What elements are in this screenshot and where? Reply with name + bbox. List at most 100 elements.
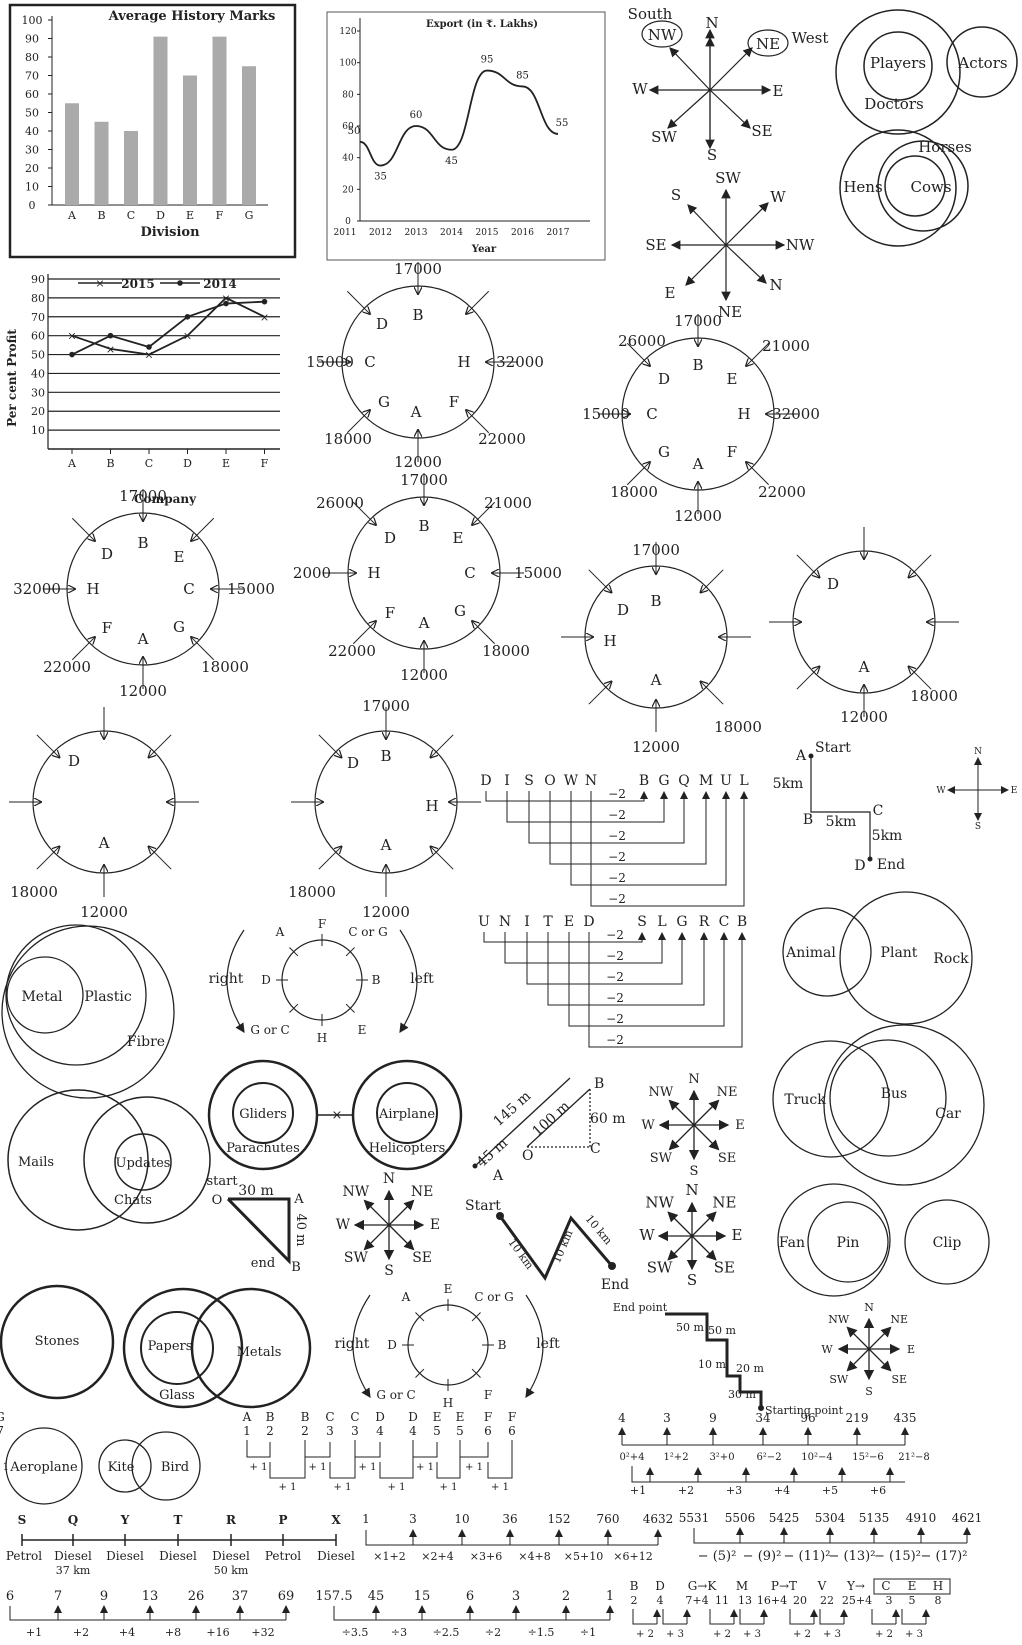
seat-label: 26000: [618, 332, 666, 350]
ns3-op: − (11)²: [784, 1549, 831, 1564]
alpha-num: 4: [409, 1424, 417, 1438]
seat-label: D: [658, 370, 670, 388]
alpha-top: C: [350, 1410, 359, 1424]
ns2-value: 10: [454, 1512, 469, 1526]
seat-label: 17000: [362, 697, 410, 715]
rose-label: SW: [650, 1151, 673, 1166]
seat-label: H: [457, 353, 470, 371]
route-point: Y: [120, 1513, 130, 1527]
export-data-label: 85: [516, 70, 529, 81]
export-data-label: 60: [410, 110, 423, 121]
route-point: S: [18, 1513, 27, 1527]
ns3-op: − (9)²: [743, 1549, 782, 1564]
seat-label: E: [727, 370, 738, 388]
ns1-value: 219: [846, 1411, 869, 1425]
triangle-diagram-1: B 145 m 100 m 60 m 45 m O C A: [472, 1076, 626, 1184]
seat-label: B: [380, 747, 391, 765]
ns4-value: 6: [6, 1589, 14, 1604]
seat-arrow: [472, 501, 496, 525]
small-label: H: [317, 1031, 327, 1045]
dir2-n: N: [769, 276, 782, 294]
seat-label: B: [412, 306, 423, 324]
seat-label: 15000: [306, 353, 354, 371]
profit-ylabel: Per cent Profit: [5, 329, 19, 427]
seat-arrow: [796, 667, 820, 690]
small-label: B: [372, 973, 381, 987]
ls-bracket: [901, 1609, 926, 1625]
profit-point-2015: ×: [144, 349, 153, 362]
compass-small: N W E S: [936, 747, 1017, 832]
venn2-horses: Horses: [918, 138, 972, 156]
code-op: −2: [606, 1012, 624, 1026]
ns5-value: 6: [466, 1589, 474, 1604]
tri1-c: C: [590, 1141, 601, 1157]
profit-point-2014: [69, 351, 75, 358]
ns5-op: ÷3.5: [342, 1626, 369, 1639]
dir2-w: W: [770, 188, 786, 206]
path1-5km-a: 5km: [773, 776, 804, 792]
code-target-letter: C: [719, 914, 730, 930]
seat-label: C: [646, 405, 657, 423]
code-connector: [506, 791, 665, 823]
ls-op: + 3: [823, 1629, 841, 1640]
rose-label: E: [735, 1118, 745, 1133]
seat-label: A: [137, 630, 149, 648]
profit-ytick-label: 10: [31, 424, 45, 437]
path1-b: B: [803, 812, 813, 828]
alpha-top: D: [408, 1410, 418, 1424]
seat-label: G: [173, 618, 185, 636]
alpha-num: 5: [433, 1424, 441, 1438]
ns2-op: ×6+12: [613, 1550, 652, 1563]
rose-label: NW: [649, 1085, 674, 1100]
route-fuel: Diesel: [159, 1549, 197, 1563]
ns3-op: − (17)²: [921, 1549, 968, 1564]
tri2-30m: 30 m: [238, 1183, 274, 1199]
alpha-top: B: [266, 1410, 275, 1424]
profit-xtick-label: C: [145, 457, 153, 470]
code-target-letter: S: [637, 914, 647, 930]
small-label: C or G: [474, 1290, 513, 1304]
code-connector: [526, 932, 683, 985]
venn6-updates: Updates: [116, 1156, 171, 1171]
bar-ytick-label: 20: [25, 162, 39, 175]
bar: [94, 121, 109, 205]
ns5-value: 1: [606, 1589, 614, 1604]
code-target-letter: G: [658, 773, 669, 789]
small-label: D: [261, 973, 271, 987]
small-label: E: [358, 1023, 367, 1037]
seat-arrow: [352, 501, 376, 525]
code-source-letter: T: [543, 914, 553, 930]
ls-bracket: [709, 1609, 734, 1625]
seat-label: 18000: [324, 430, 372, 448]
small-tick: [471, 1312, 481, 1322]
seat-arrow: [318, 847, 342, 870]
profit-point-2015: ×: [67, 330, 76, 343]
seat-label: B: [418, 517, 429, 535]
rose-label: E: [907, 1343, 915, 1356]
alpha-bracket-2: [329, 1442, 356, 1479]
route-fuel: Diesel: [106, 1549, 144, 1563]
seat-label: G: [454, 602, 466, 620]
ns5-op: ÷2: [485, 1626, 501, 1639]
profit-point-2015: ×: [106, 343, 115, 356]
dir2-e: E: [665, 284, 676, 302]
export-chart: Export (in ₹. Lakhs) 0204060801001202011…: [326, 11, 606, 261]
rose-label: SW: [829, 1373, 849, 1386]
tri2-end: end: [251, 1256, 275, 1271]
path1-c: C: [873, 803, 884, 819]
seat-arrow: [701, 569, 724, 593]
export-xtick-label: 2012: [369, 228, 392, 238]
ns1-value: 9: [709, 1411, 717, 1425]
small-tick: [289, 1003, 299, 1013]
venn-metal: Metal Plastic Fibre: [1, 924, 175, 1099]
seat-label: 12000: [119, 682, 167, 700]
venn9-glass: Glass: [159, 1388, 195, 1403]
seat-arrow: [909, 667, 932, 690]
bar-ytick-label: 80: [25, 51, 39, 64]
alpha-op-2: + 1: [279, 1482, 297, 1493]
ns3-op: − (13)²: [829, 1549, 876, 1564]
